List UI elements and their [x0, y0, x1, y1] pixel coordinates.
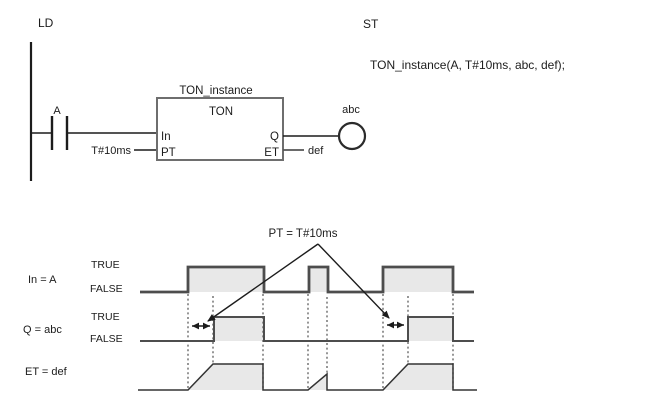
in-true-label: TRUE: [91, 259, 120, 271]
coil-icon: [337, 121, 367, 151]
in-waveform-line: [140, 265, 474, 294]
st-code-line: TON_instance(A, T#10ms, abc, def);: [370, 58, 565, 72]
function-block-box: [156, 97, 284, 161]
pt-literal: T#10ms: [91, 145, 131, 157]
q-row-label: Q = abc: [23, 324, 62, 336]
contact-icon: [50, 116, 69, 150]
pin-et-label: ET: [264, 147, 279, 159]
ld-diagram: LD A T#10ms TON_instance TON In PT Q ET …: [29, 16, 367, 181]
block-instance-name: TON_instance: [179, 85, 252, 97]
in-waveform-fill: [188, 267, 453, 292]
in-row-label: In = A: [28, 274, 57, 286]
pt-leader-left: [207, 243, 319, 322]
block-type-name: TON: [209, 106, 233, 118]
pin-q-label: Q: [270, 131, 279, 143]
pt-annotation: PT = T#10ms: [269, 228, 338, 240]
in-false-label: FALSE: [90, 283, 123, 295]
et-waveform-line: [138, 363, 477, 391]
timing-diagram: PT = T#10ms TRUE In = A FALSE TRUE Q = a…: [23, 228, 477, 391]
q-false-label: FALSE: [90, 333, 123, 345]
et-output-label: def: [308, 145, 324, 157]
et-row-label: ET = def: [25, 366, 68, 378]
et-waveform-fill: [188, 364, 453, 390]
pin-pt-label: PT: [161, 147, 176, 159]
st-section-label: ST: [363, 17, 379, 31]
ld-section-label: LD: [38, 16, 54, 30]
coil-label: abc: [342, 104, 360, 116]
pin-in-label: In: [161, 131, 171, 143]
st-section: ST TON_instance(A, T#10ms, abc, def);: [363, 17, 565, 72]
q-waveform-fill: [214, 317, 453, 341]
q-true-label: TRUE: [91, 311, 120, 323]
q-waveform-line: [140, 316, 474, 342]
contact-label: A: [53, 105, 61, 117]
pt-leader-right: [317, 243, 390, 319]
